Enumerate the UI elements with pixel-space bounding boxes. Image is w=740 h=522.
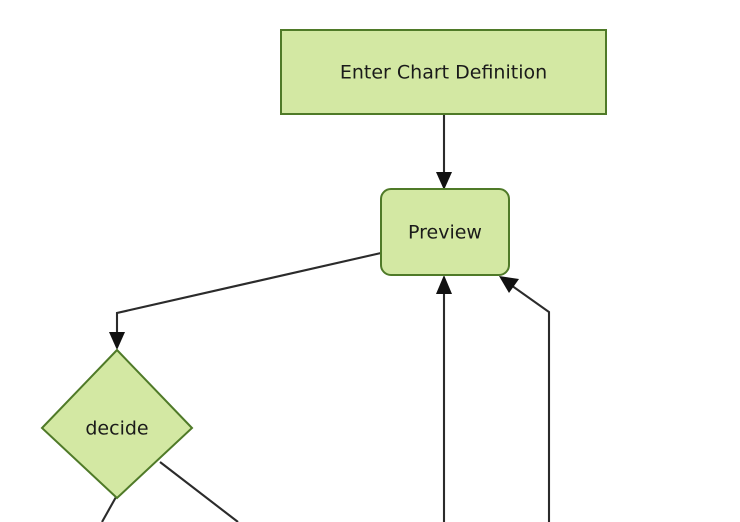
node-label-enter-chart-definition: Enter Chart Definition (340, 62, 547, 84)
arrow-head-icon (436, 275, 452, 294)
edge-line (507, 282, 551, 522)
edge-decide-bottom-branch (101, 496, 117, 522)
edge-decide-right-branch (159, 461, 239, 522)
node-rounded-rectangle-shape[interactable] (380, 188, 510, 276)
edge-bottom-right-into-preview (499, 276, 551, 522)
node-label-preview: Preview (408, 222, 482, 244)
node-decide[interactable]: decide (40, 348, 194, 500)
edge-line (115, 251, 382, 340)
arrow-head-icon (109, 332, 125, 350)
node-rectangle-shape[interactable] (280, 29, 607, 115)
arrow-head-icon (436, 172, 452, 190)
node-label-decide: decide (85, 418, 148, 440)
node-preview[interactable]: Preview (380, 188, 510, 276)
edge-preview-to-decide (109, 251, 382, 350)
arrow-head-icon (499, 276, 519, 293)
node-enter-chart-definition[interactable]: Enter Chart Definition (280, 29, 607, 115)
edge-enter-to-preview (436, 114, 452, 190)
node-diamond-shape[interactable] (40, 348, 194, 500)
edge-bottom-left-into-preview (436, 275, 452, 522)
edge-line (159, 461, 239, 522)
edge-line (101, 496, 117, 522)
